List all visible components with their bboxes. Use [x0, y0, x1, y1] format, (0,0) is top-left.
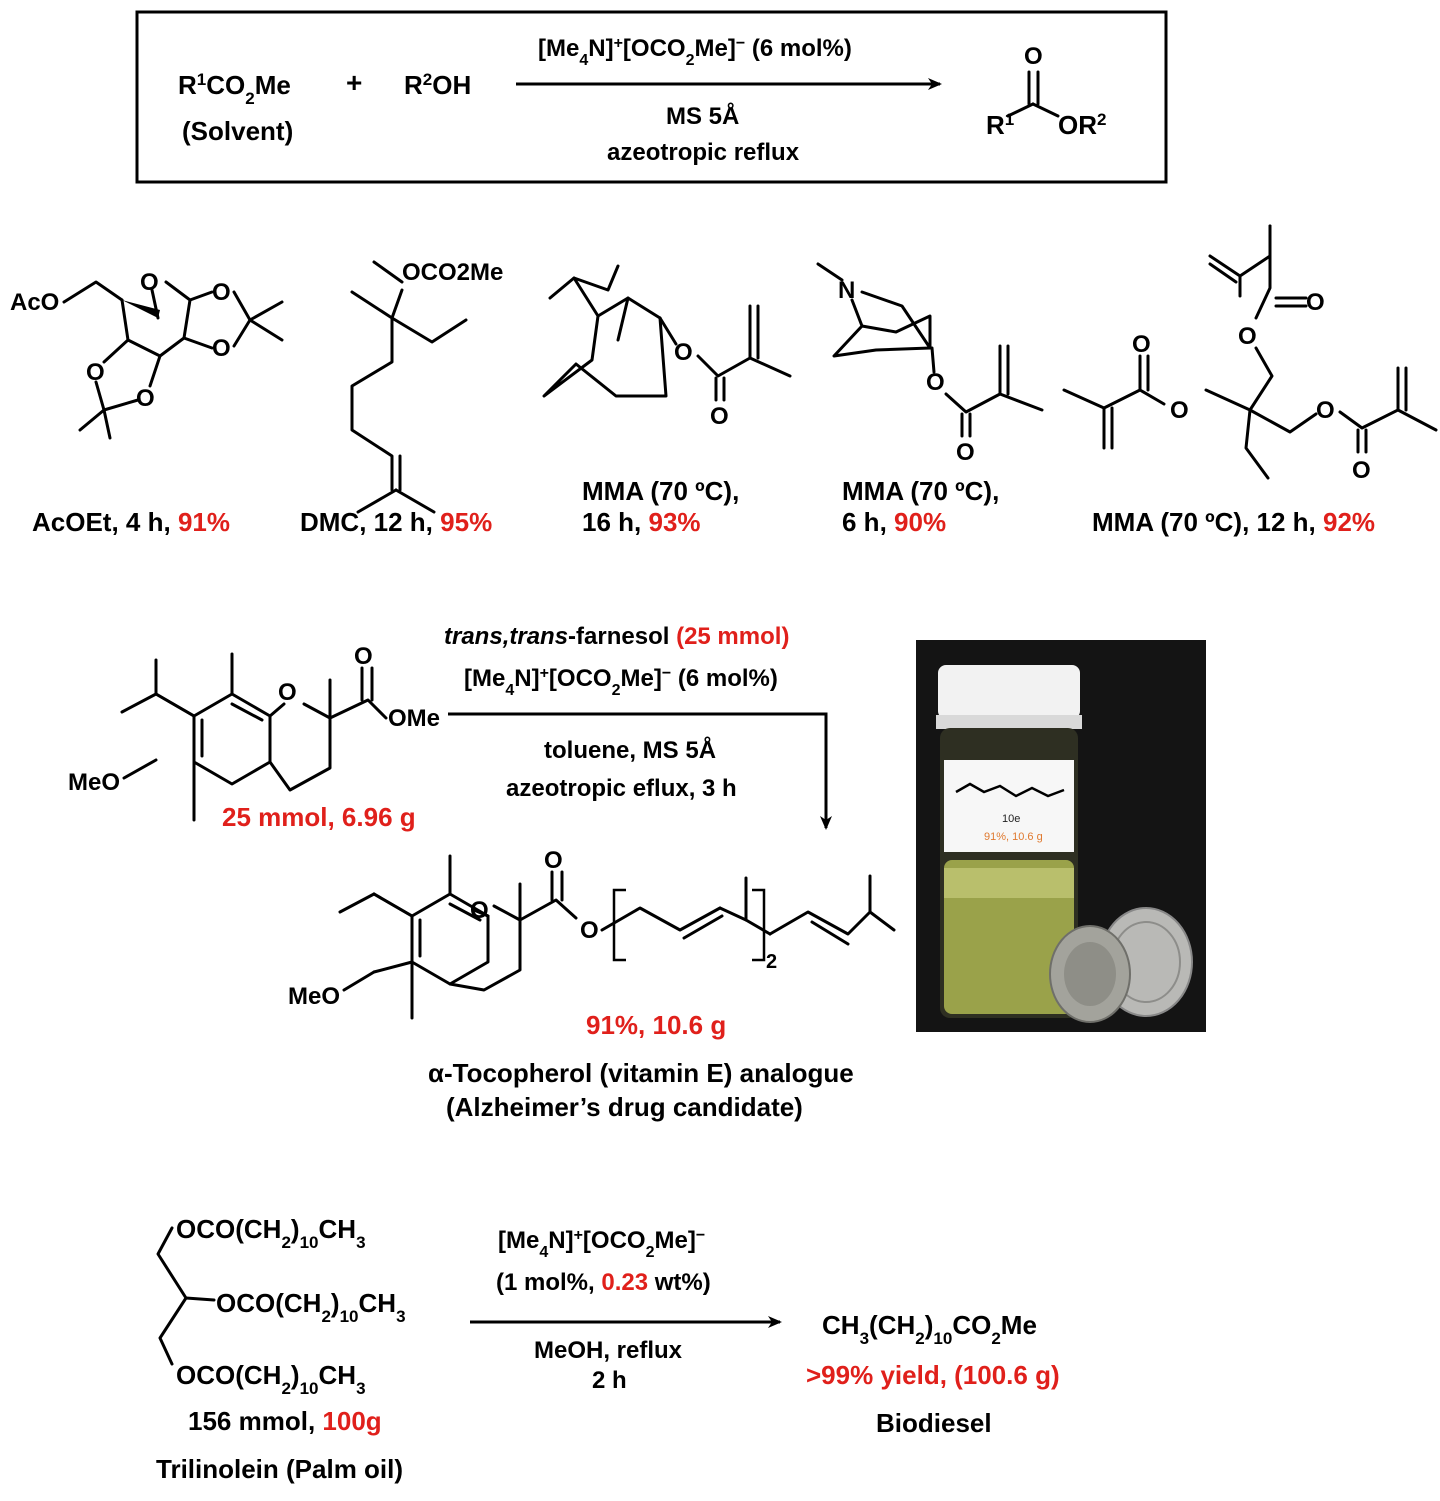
- tocopherol-analogue-product: O O O MeO 2: [288, 847, 896, 1020]
- vitE-conditions-2: azeotropic eflux, 3 h: [506, 775, 737, 802]
- example-trimethacrylate-structure: O O O O O O: [1062, 224, 1438, 484]
- photo-label-compound: 10e: [1002, 813, 1020, 825]
- sm-ome-label: OMe: [388, 705, 440, 732]
- example-galactose-structure: AcO O O O O O: [10, 269, 284, 440]
- product-r1: R1: [986, 110, 1014, 141]
- product-carbonyl-o: O: [1024, 43, 1043, 70]
- svg-text:O: O: [926, 369, 945, 396]
- svg-text:O: O: [278, 679, 297, 706]
- vitE-reagent: trans,trans-farnesol (25 mmol): [444, 623, 789, 650]
- biodiesel-catalyst: [Me4N]+[OCO2Me]−: [498, 1227, 705, 1261]
- biodiesel-sm-amount: 156 mmol, 100g: [188, 1406, 382, 1436]
- product-name-1: α-Tocopherol (vitamin E) analogue: [428, 1058, 854, 1088]
- scheme-conditions-ms: MS 5Å: [666, 102, 739, 130]
- example-isobornyl-structure: O O: [542, 264, 792, 430]
- biodiesel-yield: >99% yield, (100.6 g): [806, 1360, 1060, 1390]
- svg-text:O: O: [544, 847, 563, 874]
- biodiesel-loading: (1 mol%, 0.23 wt%): [496, 1269, 711, 1296]
- product-meo-label: MeO: [288, 983, 340, 1010]
- svg-text:O: O: [1306, 289, 1325, 316]
- biodiesel-conditions-1: MeOH, reflux: [534, 1337, 683, 1364]
- reactant-ester: R1CO2Me: [178, 70, 291, 108]
- example-5-conditions: MMA (70 ºC), 12 h, 92%: [1092, 507, 1375, 537]
- svg-text:O: O: [86, 359, 105, 386]
- chain-3: OCO(CH2)10CH3: [176, 1360, 366, 1398]
- example-4-conditions-line1: MMA (70 ºC),: [842, 476, 999, 506]
- vitE-conditions-1: toluene, MS 5Å: [544, 736, 716, 764]
- plus-sign: +: [346, 67, 362, 98]
- chromane-starting-material: O O OMe MeO: [68, 643, 440, 822]
- svg-text:O: O: [674, 339, 693, 366]
- reactant-ester-note: (Solvent): [182, 116, 293, 146]
- scheme-conditions-reflux: azeotropic reflux: [607, 139, 800, 166]
- chain-1: OCO(CH2)10CH3: [176, 1214, 366, 1252]
- svg-text:O: O: [212, 335, 231, 362]
- photo-label-yield: 91%, 10.6 g: [984, 831, 1043, 843]
- svg-text:O: O: [136, 385, 155, 412]
- svg-text:O: O: [1316, 397, 1335, 424]
- carbonate-label: OCO2Me: [402, 259, 503, 286]
- sm-meo-label: MeO: [68, 769, 120, 796]
- example-tropane-structure: N O O: [816, 262, 1044, 466]
- svg-text:O: O: [354, 643, 373, 670]
- chain-2: OCO(CH2)10CH3: [216, 1288, 406, 1326]
- product-subscript-2: 2: [766, 951, 777, 973]
- svg-text:O: O: [212, 279, 231, 306]
- product-or2: OR2: [1058, 110, 1106, 141]
- svg-text:O: O: [710, 403, 729, 430]
- product-yield: 91%, 10.6 g: [586, 1010, 726, 1040]
- triglyceride-structure: [156, 1226, 216, 1366]
- svg-text:O: O: [1132, 331, 1151, 358]
- svg-text:O: O: [470, 897, 489, 924]
- example-4-conditions-line2: 6 h, 90%: [842, 507, 946, 537]
- scheme-catalyst: [Me4N]+[OCO2Me]− (6 mol%): [538, 35, 852, 69]
- example-3-conditions-line2: 16 h, 93%: [582, 507, 701, 537]
- product-vial-photo: 10e 91%, 10.6 g: [916, 640, 1206, 1032]
- reactant-alcohol: R2OH: [404, 70, 471, 101]
- sm-amount: 25 mmol, 6.96 g: [222, 802, 416, 832]
- svg-text:O: O: [1352, 457, 1371, 484]
- example-linalool-structure: OCO2Me: [350, 259, 503, 514]
- svg-text:O: O: [956, 439, 975, 466]
- biodiesel-product: CH3(CH2)10CO2Me: [822, 1310, 1037, 1348]
- general-scheme: R1CO2Me (Solvent) + R2OH [Me4N]+[OCO2Me]…: [135, 10, 1168, 184]
- vitE-catalyst: [Me4N]+[OCO2Me]− (6 mol%): [464, 665, 778, 699]
- svg-text:O: O: [140, 269, 159, 296]
- acetoxy-label: AcO: [10, 289, 59, 316]
- scheme-box: [135, 10, 1168, 184]
- example-2-conditions: DMC, 12 h, 95%: [300, 507, 492, 537]
- vitE-arrow: [448, 712, 832, 830]
- example-3-conditions-line1: MMA (70 ºC),: [582, 476, 739, 506]
- svg-text:O: O: [1170, 397, 1189, 424]
- svg-text:O: O: [1238, 323, 1257, 350]
- example-1-conditions: AcOEt, 4 h, 91%: [32, 507, 230, 537]
- biodiesel-sm-name: Trilinolein (Palm oil): [156, 1454, 403, 1484]
- svg-text:O: O: [580, 917, 599, 944]
- amine-nitrogen-label: N: [838, 277, 855, 304]
- product-name-2: (Alzheimer’s drug candidate): [446, 1092, 803, 1122]
- biodiesel-conditions-2: 2 h: [592, 1367, 627, 1394]
- biodiesel-product-name: Biodiesel: [876, 1408, 992, 1438]
